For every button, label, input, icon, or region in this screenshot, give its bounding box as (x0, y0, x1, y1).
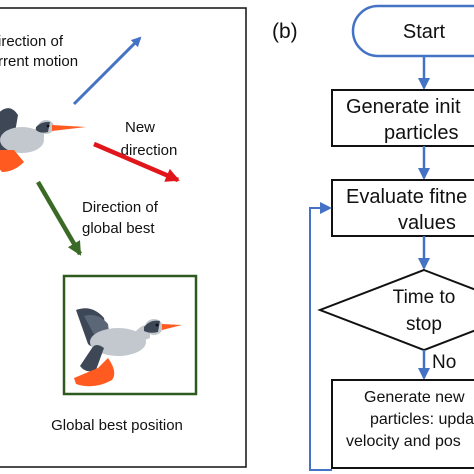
evaluate-box (331, 179, 474, 237)
stork-illustration-global-best (74, 308, 182, 387)
generate-new-box (331, 379, 474, 469)
new-direction-label-line2: direction (121, 142, 178, 159)
start-label: Start (403, 21, 446, 43)
flow-arrow-loop-back (309, 202, 332, 471)
global-best-direction-label-line1: Direction of (82, 199, 159, 216)
evaluate-label-line1: Evaluate fitne (346, 186, 467, 208)
new-direction-label-line1: New (125, 119, 155, 136)
decision-label-line1: Time to (393, 287, 456, 308)
global-best-direction-label-line2: global best (82, 220, 155, 237)
generate-initial-label-line2: particles (384, 122, 458, 144)
global-best-direction-arrow (36, 180, 82, 256)
generate-new-label-line1: Generate new (364, 389, 465, 406)
panel-b-label: (b) (272, 20, 298, 43)
no-label: No (432, 352, 456, 373)
decision-label-line2: stop (406, 314, 442, 335)
panel-b: (b) Start Generate init particles Evalua… (272, 4, 474, 471)
current-motion-label-line1: irection of (0, 33, 64, 50)
generate-new-label-line2: particles: upda (370, 411, 474, 428)
evaluate-label-line2: values (398, 212, 456, 234)
generate-initial-box (331, 89, 474, 147)
panel-a: irection of rrent motion New direction D… (0, 7, 247, 468)
generate-new-label-line3: velocity and pos (346, 433, 461, 450)
global-best-box (62, 274, 198, 396)
current-motion-label-line2: rrent motion (0, 53, 78, 70)
start-terminator (351, 4, 474, 58)
new-direction-arrow (93, 141, 180, 183)
time-to-stop-decision (317, 268, 474, 352)
current-motion-arrow (72, 36, 142, 106)
global-best-position-label: Global best position (51, 417, 183, 434)
generate-initial-label-line1: Generate init (346, 96, 461, 118)
panel-a-frame (0, 7, 247, 468)
stork-illustration-current (0, 108, 86, 172)
